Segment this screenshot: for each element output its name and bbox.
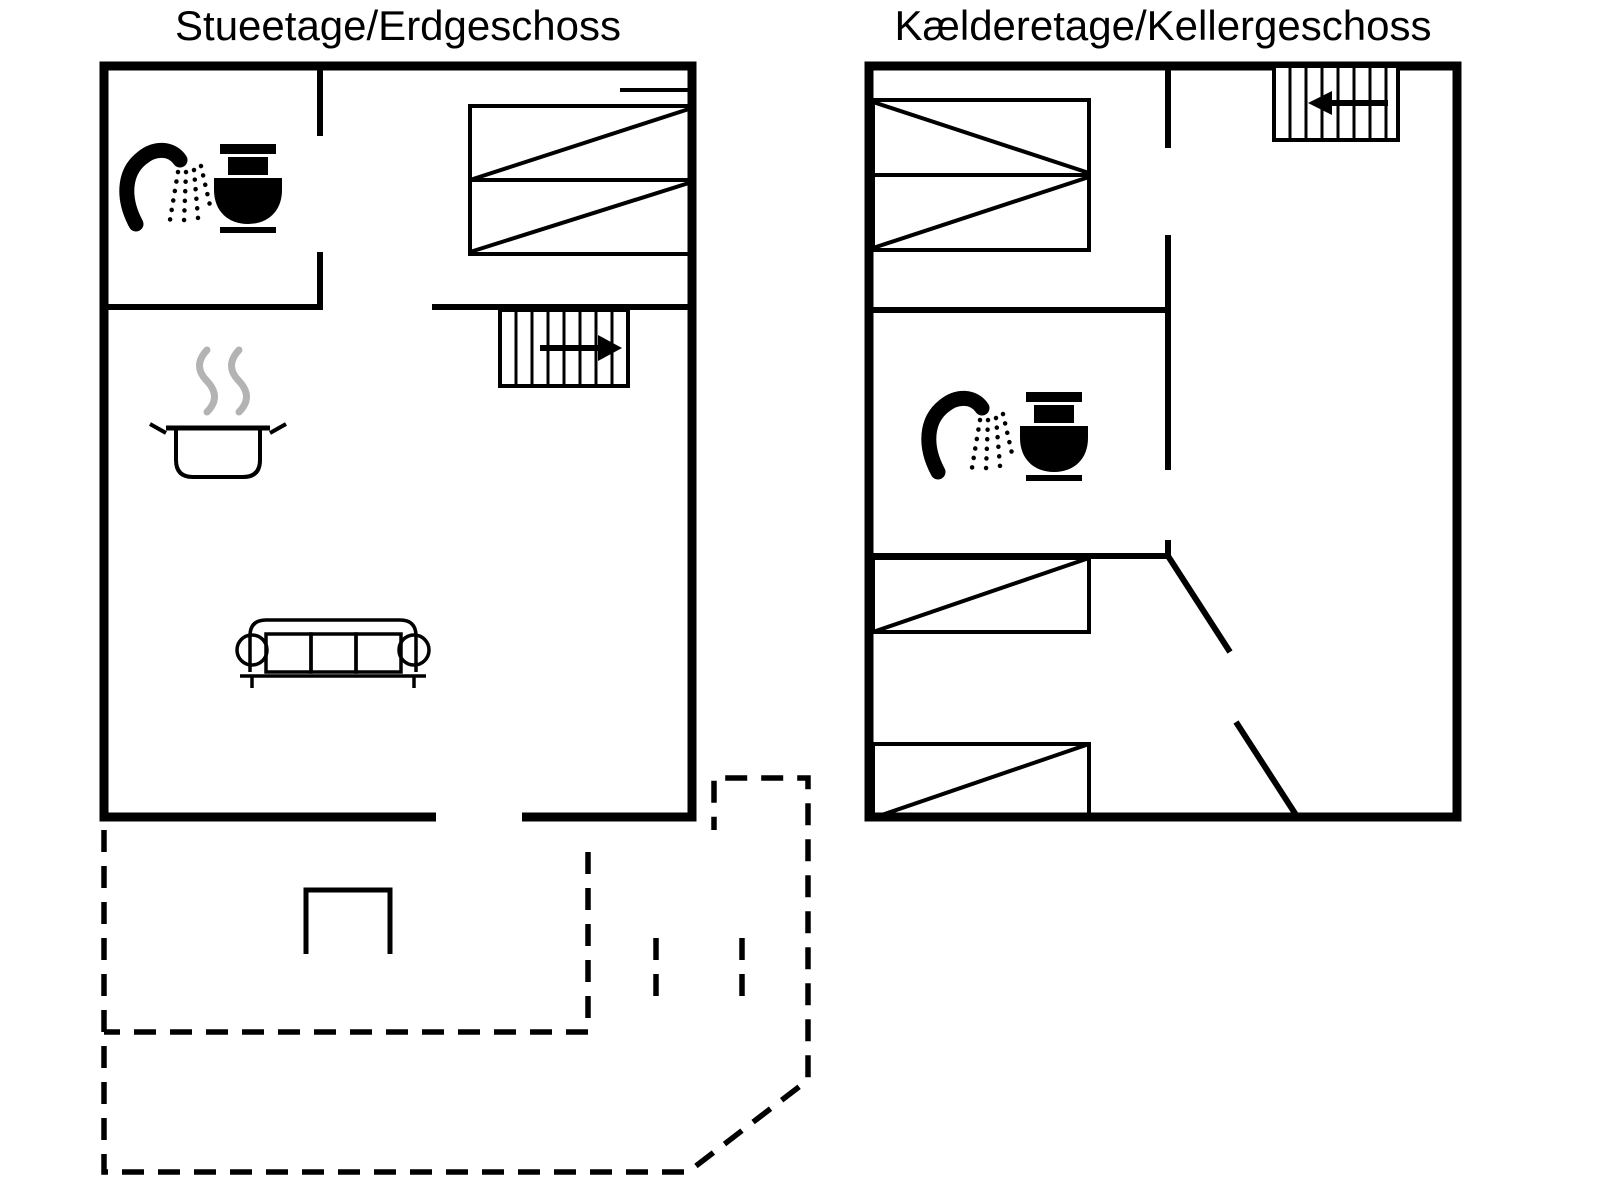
basement-stairs	[1272, 64, 1400, 142]
terrace-dashed-outline	[101, 775, 811, 1175]
basement-single-bed-lower	[871, 742, 1091, 820]
ground-floor-plan	[99, 61, 811, 1175]
stairs-direction-arrow-left	[1308, 91, 1388, 115]
basement-double-bed	[871, 98, 1091, 252]
basement-plan	[864, 61, 1462, 822]
basement-outer-wall	[864, 61, 1462, 822]
ground-floor-title: Stueetage/Erdgeschoss	[175, 2, 621, 49]
basement-single-bed-upper	[871, 556, 1091, 634]
ground-interior-walls	[104, 66, 692, 310]
basement-title: Kælderetage/Kellergeschoss	[894, 2, 1432, 49]
cooking-pot-icon	[149, 346, 287, 479]
steam-lines	[196, 346, 250, 416]
ground-outer-wall	[99, 61, 697, 822]
stairs-direction-arrow-right	[540, 335, 622, 361]
ground-stairs	[498, 308, 630, 388]
sofa	[235, 618, 431, 688]
ground-double-bed	[468, 104, 694, 256]
grill-niche	[303, 887, 393, 954]
ground-terrace-door-gap	[436, 806, 522, 828]
